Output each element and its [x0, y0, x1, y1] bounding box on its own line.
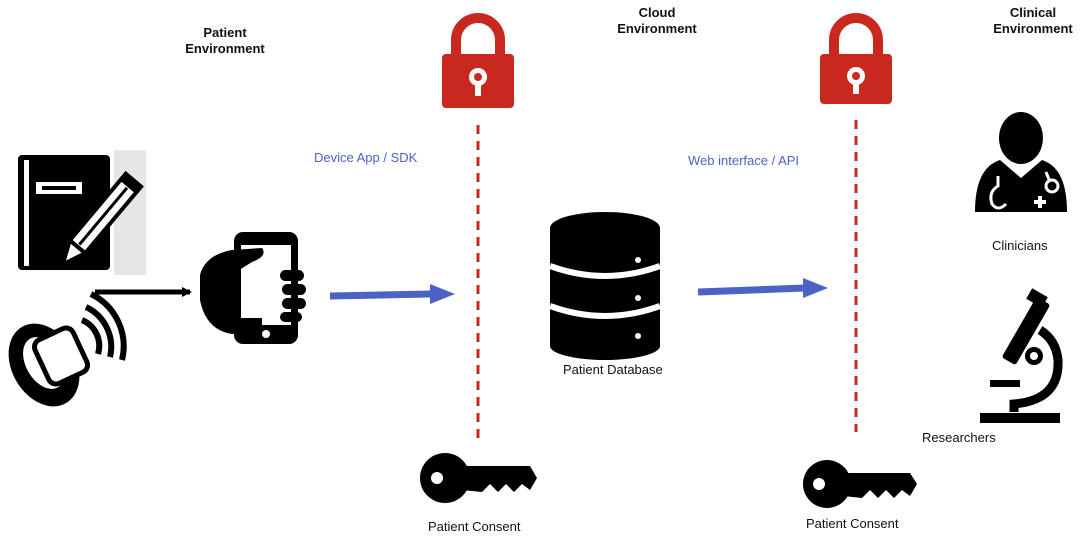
notebook-pencil-icon: [18, 150, 146, 275]
database-icon: [548, 212, 662, 360]
cloud-heading-line1: Cloud: [638, 5, 676, 20]
clinical-environment-heading: Clinical Environment: [988, 5, 1078, 37]
patient-heading-line2: Environment: [185, 41, 265, 56]
key-icon: [420, 453, 537, 503]
patient-database-label: Patient Database: [563, 362, 663, 377]
microscope-icon: [980, 288, 1063, 423]
doctor-icon: [975, 112, 1067, 212]
hand-phone-icon: [200, 232, 306, 344]
patient-consent-label-left: Patient Consent: [428, 519, 521, 534]
wearable-sensor-icon: [8, 291, 127, 407]
cloud-environment-heading: Cloud Environment: [612, 5, 702, 37]
web-interface-label: Web interface / API: [688, 153, 800, 168]
patient-environment-heading: Patient Environment: [180, 25, 270, 57]
key-icon: [803, 460, 917, 508]
patient-consent-label-right: Patient Consent: [806, 516, 899, 531]
researchers-label: Researchers: [922, 430, 996, 445]
device-app-label: Device App / SDK: [314, 150, 418, 165]
cloud-to-clinical-arrow: [697, 278, 828, 298]
clinicians-label: Clinicians: [992, 238, 1048, 253]
cloud-heading-line2: Environment: [617, 21, 697, 36]
patient-heading-line1: Patient: [203, 25, 247, 40]
padlock-icon: [820, 13, 892, 104]
clinical-heading-line2: Environment: [993, 21, 1073, 36]
padlock-icon: [442, 13, 514, 108]
clinical-heading-line1: Clinical: [1009, 5, 1057, 20]
device-to-cloud-arrow: [329, 284, 455, 304]
